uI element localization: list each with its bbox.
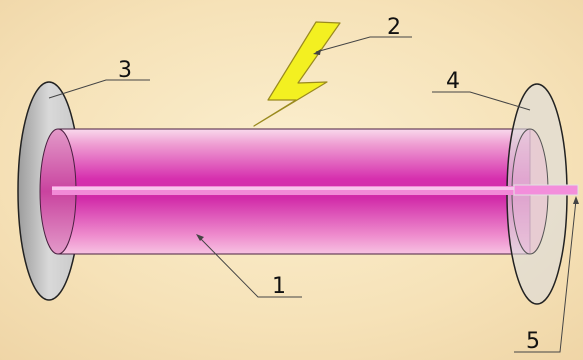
- label-2: 2: [387, 15, 401, 40]
- label-5: 5: [526, 329, 540, 354]
- label-3: 3: [118, 58, 132, 83]
- leader-line-4: [432, 91, 531, 111]
- leader-lines: [48, 36, 577, 353]
- arrowhead-5: [573, 196, 579, 204]
- leader-line-3: [48, 79, 150, 99]
- leader-line-1: [197, 235, 302, 298]
- laser-beam-output: [513, 184, 579, 196]
- arrowhead-2: [313, 49, 321, 55]
- arrowhead-1: [196, 234, 204, 241]
- leader-line-5: [514, 199, 577, 353]
- laser-beam-internal: [52, 186, 517, 195]
- lightning-bolt-icon: [253, 21, 341, 127]
- leader-line-2: [315, 36, 412, 53]
- label-1: 1: [272, 274, 286, 299]
- laser-beam-internal-highlight: [52, 187, 517, 190]
- label-4: 4: [446, 69, 460, 94]
